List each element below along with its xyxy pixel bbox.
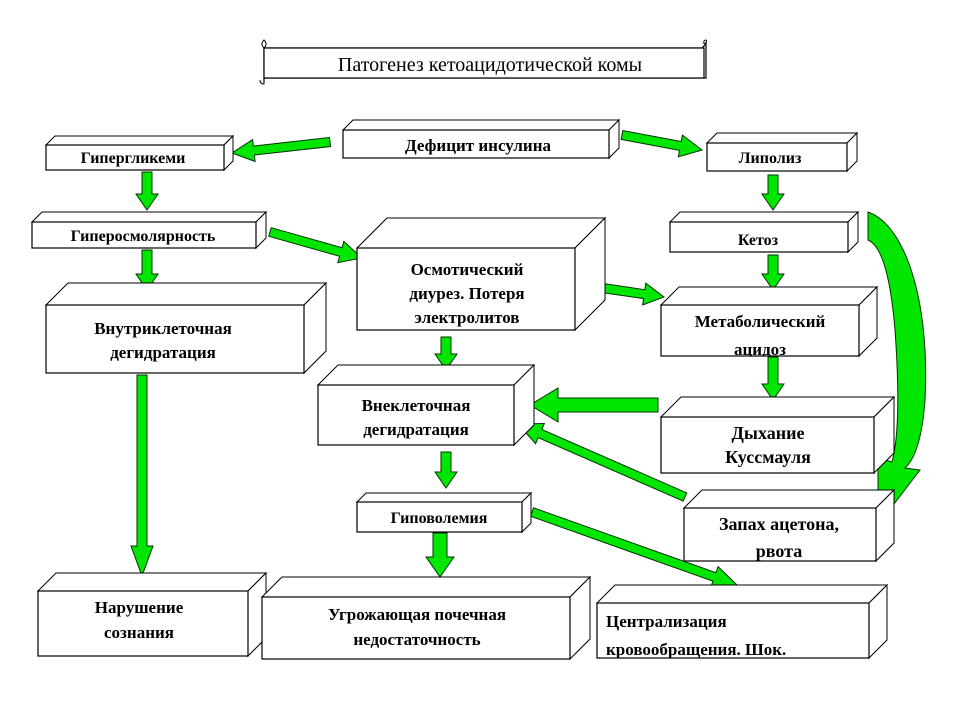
node-kussmaul-line-2: Куссмауля — [725, 447, 811, 467]
node-ketosis-box — [668, 210, 860, 254]
node-hyperglyc-box — [44, 134, 235, 172]
node-extracell-line-1: Внеклеточная — [362, 396, 471, 415]
node-osmotic-box — [355, 216, 607, 332]
node-acetone-line-1: Запах ацетона, — [719, 514, 839, 534]
arrow-ketosis-to-acetone — [867, 211, 927, 527]
node-lipolysis-box — [705, 131, 859, 173]
node-hypovol-box — [355, 491, 533, 534]
node-osmotic-line-3: электролитов — [415, 308, 520, 327]
node-extracell-box — [316, 363, 536, 447]
node-intracell-line-1: Внутриклеточная — [94, 319, 232, 338]
node-hyperosm-line-1: Гиперосмолярность — [71, 228, 216, 245]
node-metab-line-1: Метаболический — [695, 312, 826, 331]
node-hyperosm-box — [30, 210, 268, 250]
arrow-acetone-to-extracell — [516, 422, 688, 502]
node-consc-line-1: Нарушение — [95, 598, 184, 617]
arrows-layer — [130, 130, 927, 588]
boxes-layer — [30, 118, 896, 661]
node-hyperglyc-line-1: Гипергликеми — [81, 150, 186, 167]
arrow-osmotic-to-extracell — [434, 336, 458, 371]
node-central-line-2: кровообращения. Шок. — [606, 640, 786, 659]
arrow-intracell-to-consc — [130, 374, 154, 578]
node-deficit-box — [341, 118, 621, 160]
node-hypovol-line-1: Гиповолемия — [391, 510, 488, 527]
arrow-deficit-to-hyperglyc — [230, 136, 332, 163]
arrow-hyperglyc-to-hyperosm — [135, 171, 159, 211]
arrow-hyperosm-to-intracell — [135, 249, 159, 291]
node-intracell-line-2: дегидратация — [110, 343, 216, 362]
node-consc-line-2: сознания — [104, 623, 174, 642]
node-metab-line-2: ацидоз — [734, 340, 786, 359]
node-metab-box — [659, 285, 879, 358]
node-renal-box — [260, 575, 592, 661]
arrow-kussmaul-to-extracell — [529, 387, 659, 423]
node-renal-line-1: Угрожающая почечная — [328, 605, 506, 624]
arrow-deficit-to-lipolysis — [620, 130, 704, 158]
node-extracell-line-2: дегидратация — [363, 420, 469, 439]
arrow-hypovol-to-renal — [425, 532, 455, 578]
node-renal-line-2: недостаточность — [353, 630, 480, 649]
title-banner: Патогенез кетоацидотической комы — [259, 39, 708, 85]
node-deficit-line-1: Дефицит инсулина — [405, 136, 552, 155]
arrow-ketosis-to-metab — [761, 254, 785, 291]
node-osmotic-line-2: диурез. Потеря — [409, 284, 524, 303]
arrow-hypovol-to-central — [529, 507, 739, 588]
node-kussmaul-line-1: Дыхание — [732, 423, 805, 443]
node-intracell-box — [44, 281, 328, 375]
node-central-box — [595, 583, 889, 660]
arrow-metab-to-kussmaul — [761, 356, 785, 401]
node-acetone-box — [682, 488, 896, 563]
page-title: Патогенез кетоацидотической комы — [338, 54, 642, 76]
node-acetone-line-2: рвота — [756, 541, 802, 561]
node-ketosis-line-1: Кетоз — [738, 232, 779, 249]
labels-layer: Дефицит инсулина Гипергликеми Липолиз Ги… — [71, 136, 839, 659]
node-kussmaul-box — [659, 395, 896, 475]
arrow-extracell-to-hypovol — [434, 451, 458, 489]
node-central-line-1: Централизация — [606, 612, 727, 631]
node-lipolysis-line-1: Липолиз — [739, 150, 802, 167]
node-osmotic-line-1: Осмотический — [411, 260, 524, 279]
arrow-osmotic-to-metab — [600, 282, 666, 306]
arrow-hyperosm-to-osmotic — [268, 227, 364, 264]
node-consc-box — [36, 571, 268, 658]
arrow-lipolysis-to-ketosis — [761, 174, 785, 211]
